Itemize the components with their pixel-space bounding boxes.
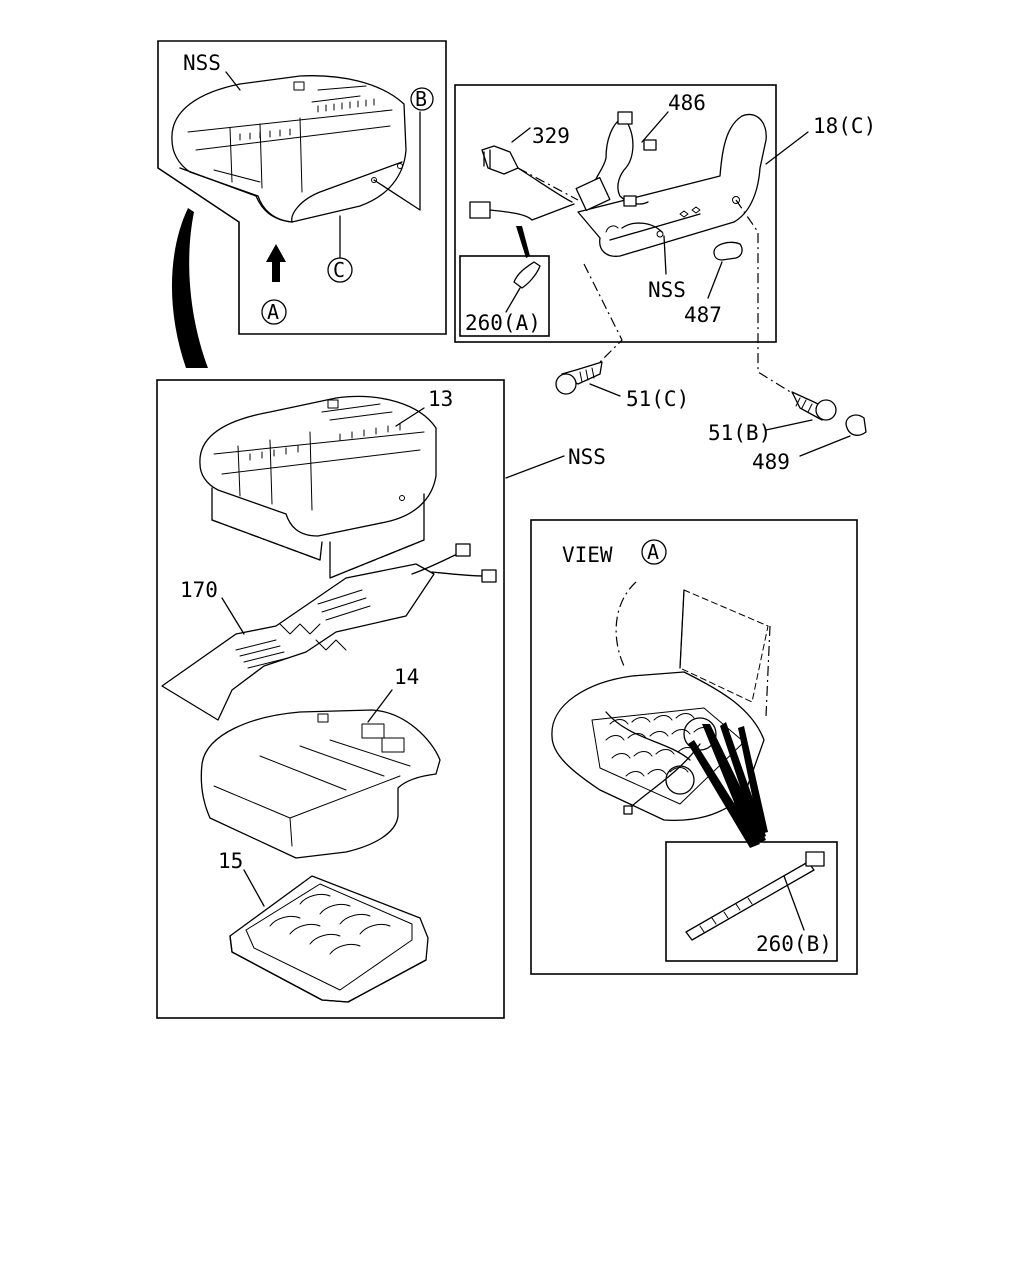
label-part-18c: 18(C) (813, 114, 876, 138)
label-part-13: 13 (428, 387, 453, 411)
callout-b-circle (410, 87, 434, 111)
callout-c-circle (327, 257, 353, 283)
label-part-14: 14 (394, 665, 419, 689)
label-part-329: 329 (532, 124, 570, 148)
label-part-260b: 260(B) (756, 932, 832, 956)
view-a-circle (641, 539, 667, 565)
label-circle-c: C (333, 258, 345, 282)
inset-bracket-harness: 329 486 18(C) 260(A) NSS 487 (454, 84, 876, 405)
label-view-circle: A (647, 540, 659, 564)
callout-a-circle (261, 299, 287, 325)
label-part-51c: 51(C) (626, 387, 689, 411)
label-part-486: 486 (668, 91, 706, 115)
label-nss-main: NSS (568, 445, 606, 469)
label-part-260a: 260(A) (465, 311, 541, 335)
inset-seat-overview: NSS B C A (157, 40, 447, 335)
view-a-panel: VIEW A 260(B) (530, 519, 858, 975)
connector-arrow (171, 208, 208, 368)
label-view-text: VIEW (562, 543, 613, 567)
label-nss-bracket: NSS (648, 278, 686, 302)
label-part-170: 170 (180, 578, 218, 602)
main-exploded-view: 13 NSS 170 14 15 (156, 379, 606, 1019)
label-part-489: 489 (752, 450, 790, 474)
fasteners: 51(C) 51(B) 489 (555, 361, 867, 474)
label-nss-top: NSS (183, 51, 221, 75)
label-circle-b: B (415, 87, 427, 111)
label-part-487: 487 (684, 303, 722, 327)
label-part-51b: 51(B) (708, 421, 771, 445)
label-part-15: 15 (218, 849, 243, 873)
label-circle-a: A (267, 300, 279, 324)
